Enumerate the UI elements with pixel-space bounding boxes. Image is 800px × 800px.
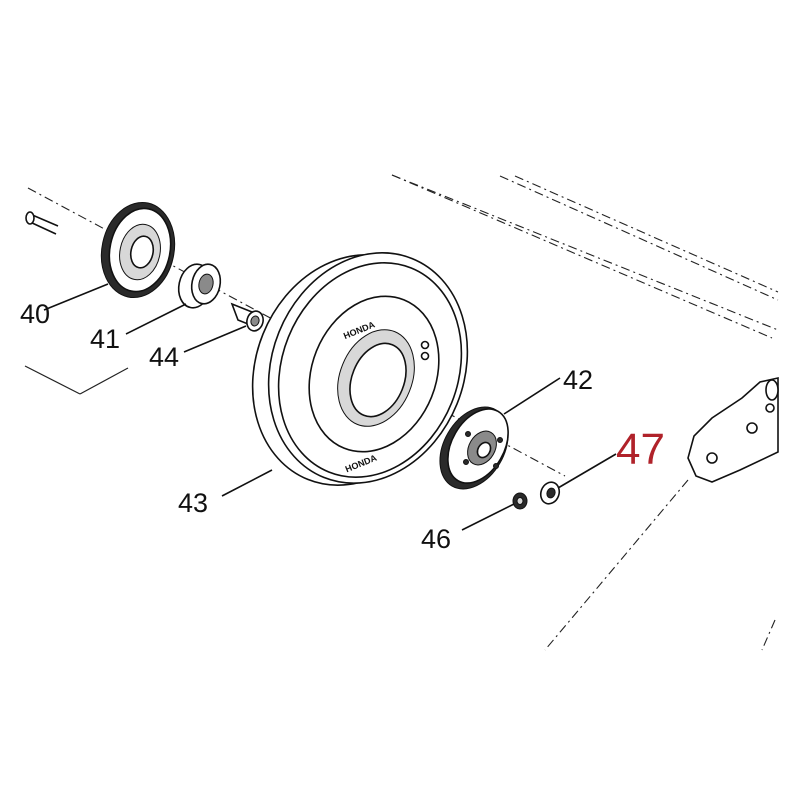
bracket-hole-3 [765,403,775,413]
bracket-plate [687,377,779,483]
bracket-line-b [79,367,129,395]
label-43: 43 [178,488,208,518]
part-47-washer [539,481,561,505]
wheel-hole-2 [420,351,430,361]
bolt-head [25,211,35,225]
bolt-part [25,211,59,235]
washer-hole [546,487,556,499]
hubcap-bolt-3 [463,459,469,465]
leader-46 [461,503,515,531]
label-41: 41 [90,324,120,354]
bracket-line-a [24,365,81,395]
leader-44 [183,325,247,353]
part-44-collar [230,302,264,332]
hubcap-bolt-4 [493,463,499,469]
label-40: 40 [20,299,50,329]
deck-bracket [687,377,779,483]
bracket-hole-1 [706,452,718,464]
part-41-bearing [177,263,222,309]
label-44: 44 [149,342,179,372]
hubcap-bolt-1 [465,431,471,437]
label-42: 42 [563,365,593,395]
leader-40 [43,283,109,311]
collar-bore [250,315,260,327]
nut-bore [516,497,524,505]
bearing-bore [198,273,214,295]
leader-47 [557,453,617,489]
frame-dash-line-4 [391,174,773,339]
hubcap-bore [476,441,492,459]
leader-41 [125,303,187,335]
label-47-highlighted: 47 [616,425,665,474]
part-43-wheel: HONDA HONDA [251,252,469,486]
frame-dash-line-2 [499,175,779,301]
leader-43 [221,469,273,497]
leader-lines [43,283,617,531]
frame-dash-line-3 [514,175,779,293]
frame-dash-line-6 [761,619,776,651]
label-46: 46 [421,524,451,554]
hubcap-bolt-2 [497,437,503,443]
part-46-nut [512,492,528,510]
frame-dash-line-5 [544,479,689,651]
bolt-shank [29,213,59,235]
hub-center [129,235,155,269]
leader-42 [503,377,561,415]
part-40-hub [100,201,176,299]
part-42-hubcap [439,406,509,490]
frame-dash-line-1 [391,174,779,331]
bracket-hole-2 [746,422,758,434]
bracket-tab [765,379,779,401]
wheel-hub-inner [349,342,407,418]
wheel-hole-1 [420,340,430,350]
part-labels: 40 41 44 43 42 46 47 [20,299,665,554]
